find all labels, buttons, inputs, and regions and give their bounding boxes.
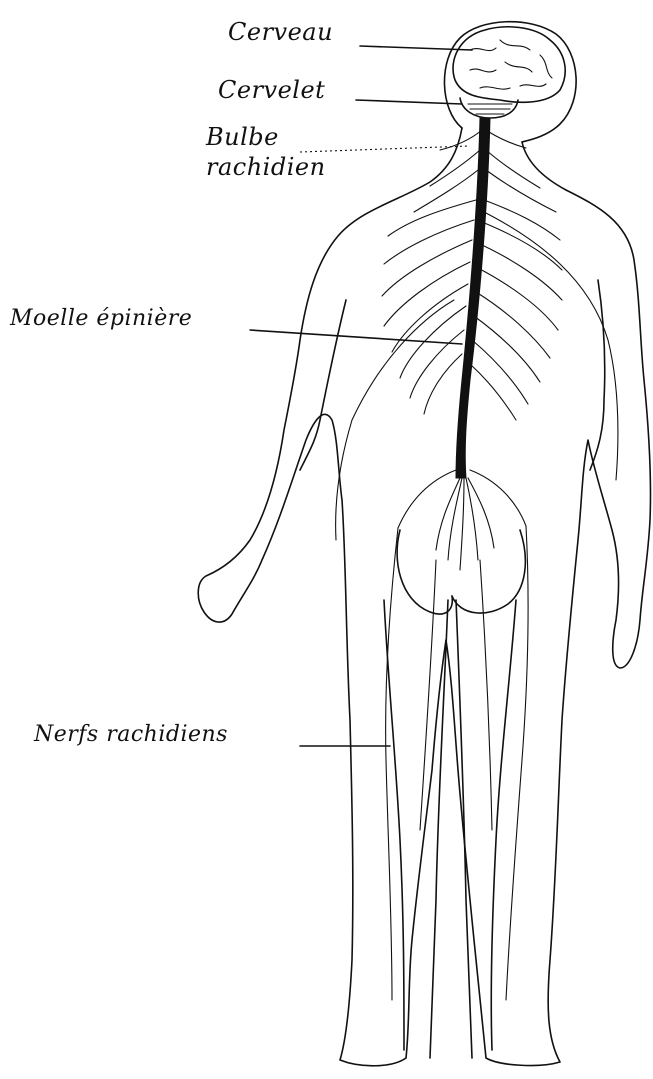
label-bulbe-line2: rachidien — [206, 152, 326, 182]
label-cerveau: Cerveau — [228, 18, 333, 46]
label-bulbe-line1: Bulbe — [206, 122, 326, 152]
label-bulbe-rachidien: Bulbe rachidien — [206, 122, 326, 182]
head-outline — [444, 22, 576, 142]
right-leg-inner — [491, 600, 516, 1050]
cerebellum-folds — [468, 104, 512, 114]
leg-center-left — [430, 600, 448, 1058]
leader-moelle — [250, 330, 462, 344]
label-nerfs-rachidiens: Nerfs rachidiens — [34, 722, 228, 747]
pelvis-left — [397, 530, 452, 614]
left-arm-inner — [300, 300, 346, 470]
sacral-nerves — [398, 470, 526, 570]
leader-cerveau — [360, 46, 472, 50]
right-arm-inner — [590, 280, 605, 470]
body-outline-left — [198, 128, 462, 1066]
label-moelle-epiniere: Moelle épinière — [10, 306, 192, 331]
brain-folds — [470, 40, 552, 89]
pelvis-right — [452, 530, 525, 613]
leg-center-right — [456, 600, 472, 1058]
label-cervelet: Cervelet — [218, 76, 325, 104]
limb-nerves — [336, 210, 618, 1000]
